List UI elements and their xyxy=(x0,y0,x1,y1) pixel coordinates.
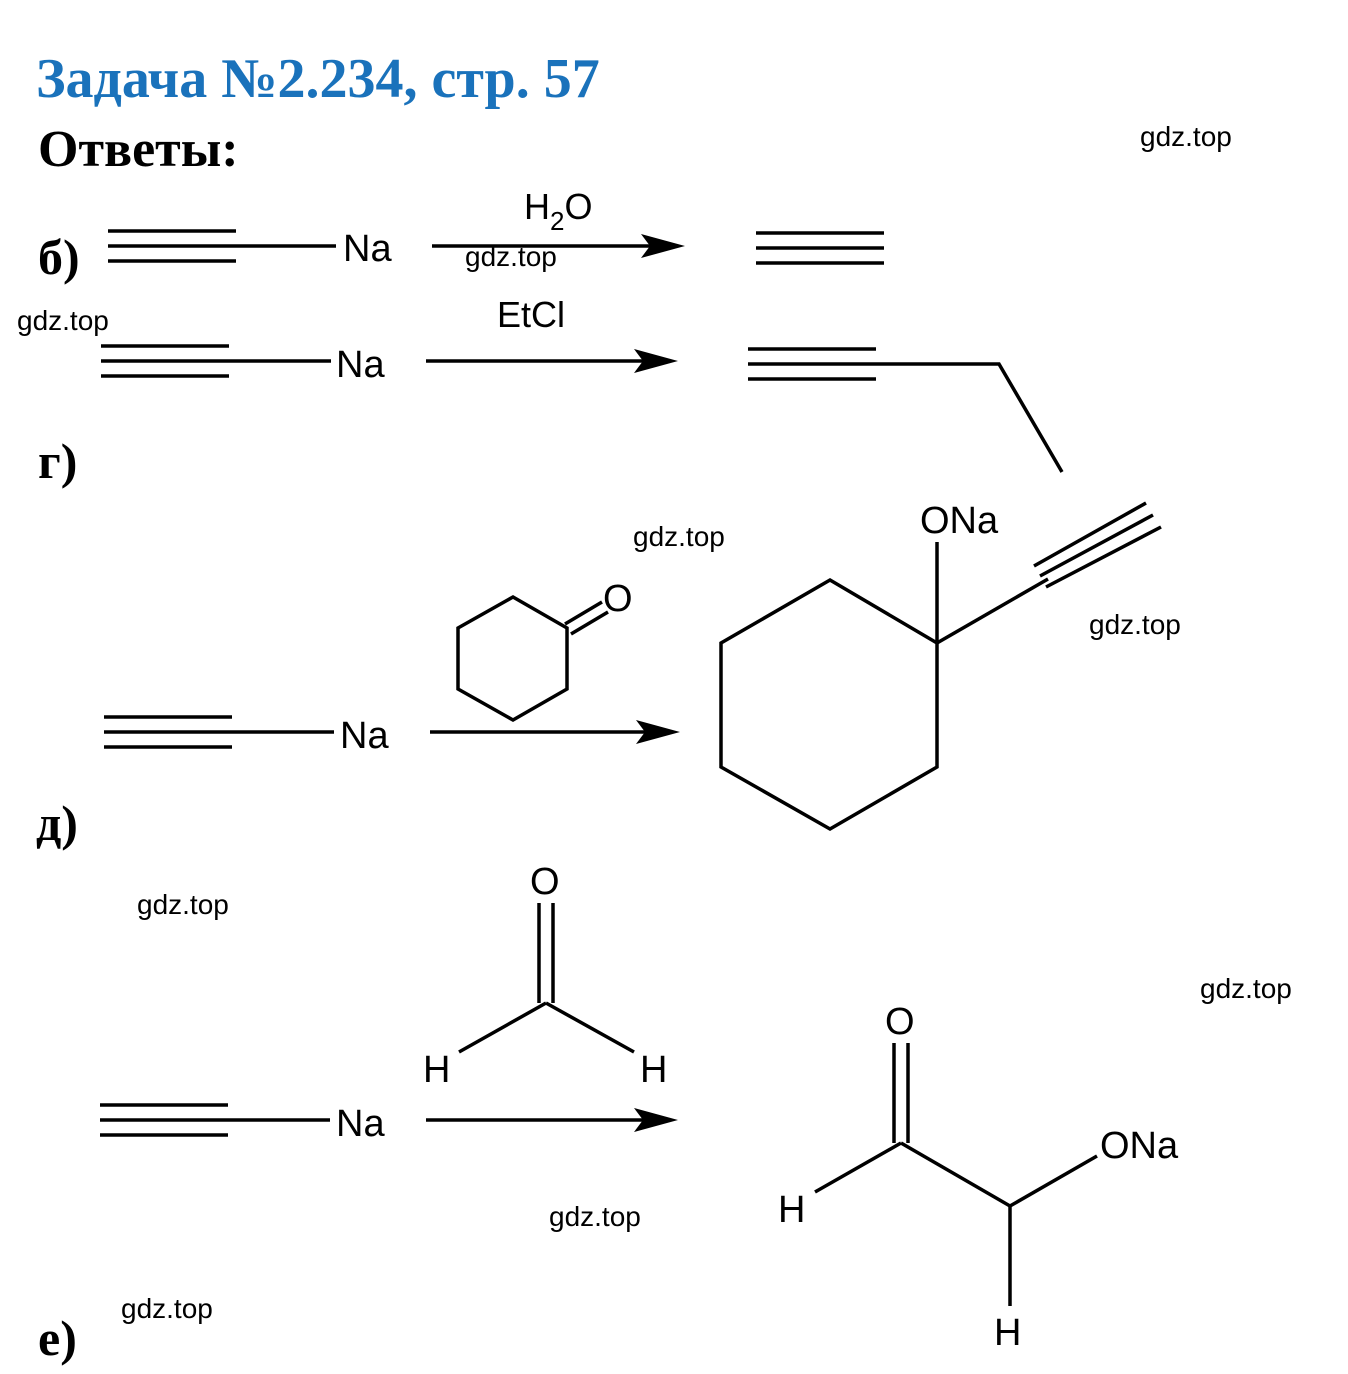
product-triple-bond xyxy=(1033,501,1162,589)
reaction-label: д) xyxy=(36,795,78,851)
triple-bond xyxy=(108,229,236,263)
watermark: gdz.top xyxy=(1140,121,1232,152)
oxygen-label: O xyxy=(885,1001,915,1043)
reagent: H2O xyxy=(524,186,592,236)
atom-label: Na xyxy=(336,344,385,386)
atom-label: Na xyxy=(340,715,389,757)
triple-bond xyxy=(104,715,232,749)
aldehyde-product: O H ONa H xyxy=(778,1001,1179,1354)
reaction-arrow xyxy=(432,234,685,258)
reaction-e: е) Na O H H O H xyxy=(38,861,1179,1366)
watermark: gdz.top xyxy=(137,889,229,920)
triple-bond xyxy=(100,1103,228,1137)
ethyl-chain xyxy=(876,362,1064,473)
atom-label: Na xyxy=(343,228,392,270)
hydrogen-label: H xyxy=(423,1049,450,1091)
watermark: gdz.top xyxy=(633,521,725,552)
reaction-label: г) xyxy=(38,433,77,489)
watermark: gdz.top xyxy=(17,305,109,336)
cyclohexane-product: ONa xyxy=(719,500,1162,832)
product-group: ONa xyxy=(920,500,999,542)
triple-bond xyxy=(101,344,229,378)
hydrogen-label: H xyxy=(994,1312,1021,1354)
reaction-arrow xyxy=(430,720,680,744)
reaction-d: д) Na O ONa xyxy=(36,500,1162,851)
alkyne-link xyxy=(936,577,1049,645)
watermark: gdz.top xyxy=(1089,609,1181,640)
page-title: Задача №2.234, стр. 57 xyxy=(36,48,600,110)
atom-label: Na xyxy=(336,1103,385,1145)
watermark: gdz.top xyxy=(1200,973,1292,1004)
formaldehyde-reagent: O H H xyxy=(423,861,667,1091)
reaction-label: е) xyxy=(38,1310,77,1366)
answers-heading: Ответы: xyxy=(38,121,239,178)
cyclohexanone-reagent: O xyxy=(456,578,633,723)
reaction-label: б) xyxy=(38,229,80,285)
reagent: EtCl xyxy=(497,294,565,335)
oxygen-label: O xyxy=(530,861,560,903)
product-group: ONa xyxy=(1100,1125,1179,1167)
product-triple-bond xyxy=(756,231,884,265)
hydrogen-label: H xyxy=(640,1049,667,1091)
oxygen-label: O xyxy=(603,578,633,620)
reaction-b: б) Na H2O xyxy=(38,186,884,285)
watermark: gdz.top xyxy=(121,1293,213,1324)
watermark: gdz.top xyxy=(549,1201,641,1232)
reaction-arrow xyxy=(426,349,678,373)
reaction-g: г) Na EtCl xyxy=(38,294,1064,489)
hydrogen-label: H xyxy=(778,1189,805,1231)
reaction-arrow xyxy=(426,1108,678,1132)
product-triple-bond xyxy=(748,347,876,381)
